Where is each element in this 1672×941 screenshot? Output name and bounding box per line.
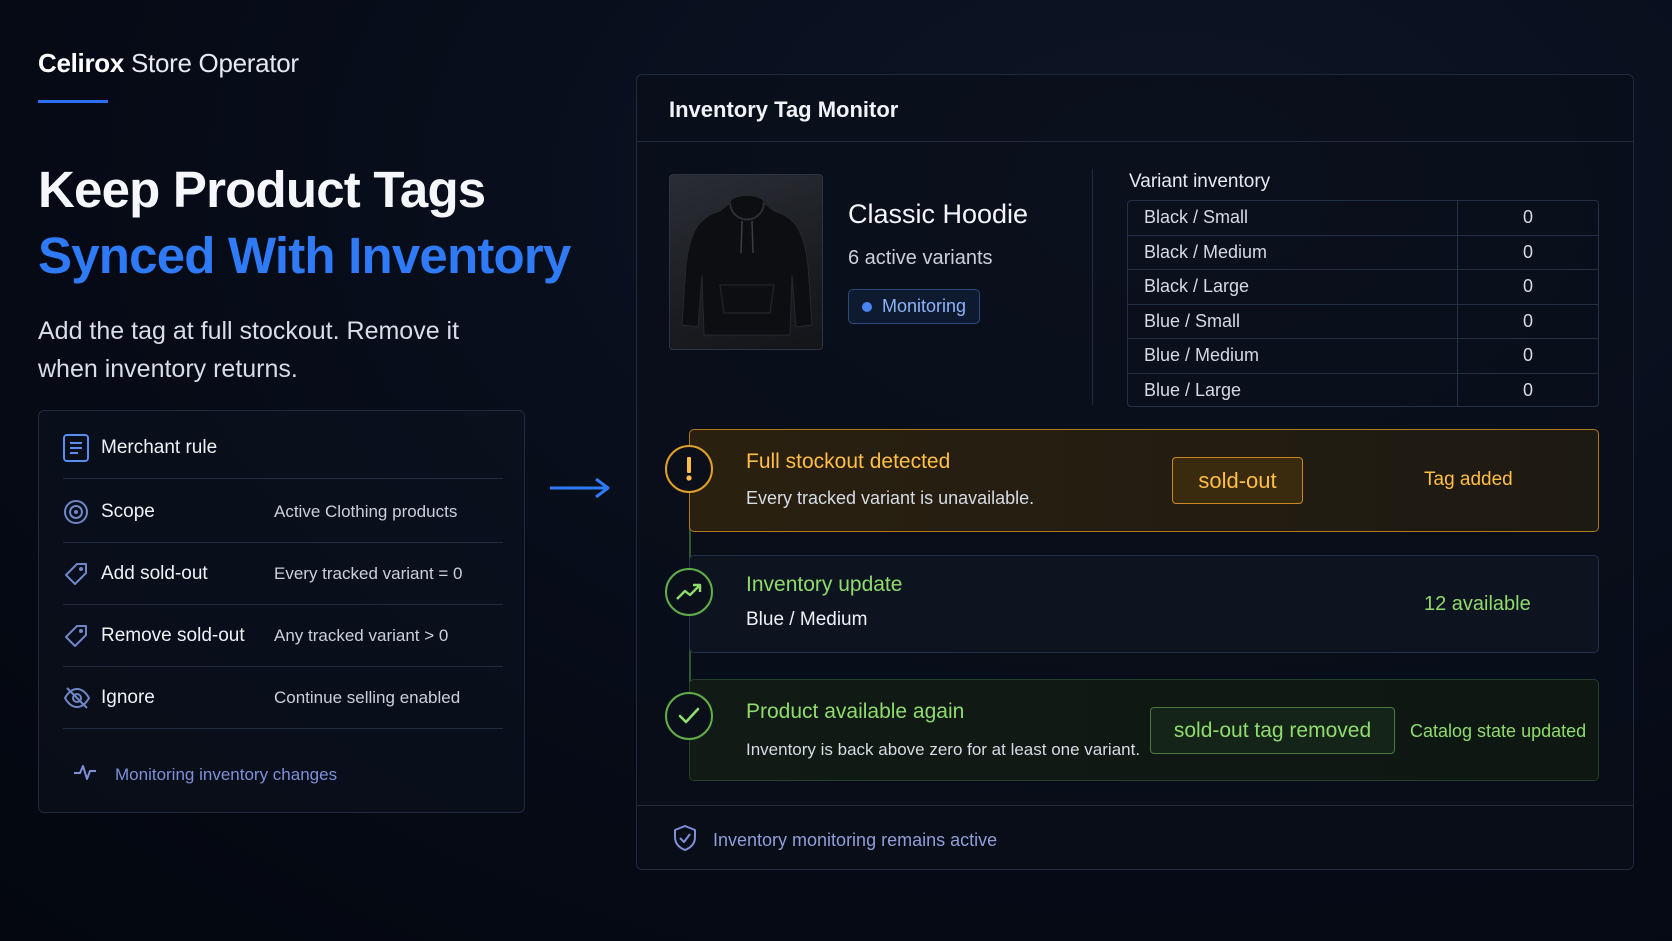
eye-off-icon: [63, 686, 101, 710]
product-image: [669, 174, 823, 350]
hero-subtitle: Add the tag at full stockout. Remove it …: [38, 317, 460, 383]
variant-inventory-table: Black / Small 0 Black / Medium 0 Black / L…: [1127, 200, 1599, 407]
rule-value: Active Clothing products: [274, 501, 458, 521]
divider: [1092, 169, 1093, 405]
brand-logo: Celirox Store Operator: [38, 48, 299, 79]
table-row: Black / Small 0: [1128, 201, 1598, 236]
hoodie-image: [681, 195, 813, 336]
event-result: 12 available: [1424, 593, 1531, 615]
event-description: Inventory is back above zero for at leas…: [746, 740, 1141, 759]
rule-row-scope: Scope Active Clothing products: [63, 481, 503, 543]
variant-name: Black / Medium: [1128, 235, 1458, 269]
product-variant-count: 6 active variants: [848, 247, 993, 269]
table-row: Blue / Small 0: [1128, 304, 1598, 339]
sold-out-tag: sold-out: [1172, 457, 1303, 504]
variant-qty: 0: [1522, 310, 1533, 331]
document-icon: [63, 433, 101, 462]
rule-row-ignore: Ignore Continue selling enabled: [63, 667, 503, 729]
divider: [637, 805, 1633, 806]
inventory-tag-monitor-panel: Inventory Tag Monitor Classic Hoodie 6 a…: [636, 74, 1634, 870]
rule-value: Any tracked variant > 0: [274, 625, 449, 645]
tag-icon: [63, 623, 101, 649]
panel-footer-text: Inventory monitoring remains active: [713, 830, 998, 850]
variant-name: Blue / Medium: [1128, 339, 1458, 373]
table-row: Blue / Medium 0: [1128, 339, 1598, 374]
brand-name-bold: Celirox: [38, 48, 125, 78]
variant-qty: 0: [1522, 380, 1533, 401]
status-badge-label: Monitoring: [882, 296, 967, 316]
monitoring-status: Monitoring inventory changes: [73, 763, 337, 786]
target-icon: [63, 499, 101, 525]
table-row: Blue / Large 0: [1128, 373, 1598, 406]
variant-qty: 0: [1522, 276, 1533, 297]
product-name: Classic Hoodie: [848, 199, 1029, 229]
arrow-right-icon: [548, 476, 612, 505]
hero-title-line-1: Keep Product Tags: [38, 161, 486, 218]
divider: [637, 141, 1633, 142]
panel-title: Inventory Tag Monitor: [669, 97, 899, 122]
event-title: Full stockout detected: [746, 450, 951, 473]
brand-name-rest: Store Operator: [130, 48, 299, 78]
table-row: Black / Medium 0: [1128, 235, 1598, 270]
status-badge: Monitoring: [848, 289, 981, 324]
event-card-inventory-update: Inventory update Blue / Medium 12 availa…: [689, 555, 1599, 653]
variant-name: Blue / Small: [1128, 304, 1458, 338]
hero-title-line-2: Synced With Inventory: [38, 227, 571, 284]
monitoring-status-text: Monitoring inventory changes: [115, 764, 338, 784]
rule-label: Scope: [101, 500, 155, 522]
event-title: Inventory update: [746, 573, 903, 596]
rule-row-remove-sold-out: Remove sold-out Any tracked variant > 0: [63, 605, 503, 667]
variant-qty: 0: [1522, 241, 1533, 262]
variant-name: Black / Small: [1128, 201, 1458, 235]
shield-check-icon: [673, 825, 697, 856]
event-result: Catalog state updated: [1410, 721, 1587, 741]
warning-icon: [665, 445, 713, 493]
rule-header: Merchant rule: [63, 417, 503, 479]
activity-icon: [73, 763, 97, 786]
panel-footer: Inventory monitoring remains active: [673, 825, 997, 856]
variant-name: Blue / Large: [1128, 373, 1458, 406]
variant-inventory-title: Variant inventory: [1129, 171, 1271, 192]
table-row: Black / Large 0: [1128, 270, 1598, 305]
event-card-available-again: Product available again Inventory is bac…: [689, 679, 1599, 781]
rule-header-label: Merchant rule: [101, 436, 218, 458]
event-description: Every tracked variant is unavailable.: [746, 488, 1035, 508]
event-description: Blue / Medium: [746, 609, 868, 630]
status-dot: [862, 301, 872, 312]
variant-name: Black / Large: [1128, 270, 1458, 304]
event-card-stockout: Full stockout detected Every tracked var…: [689, 429, 1599, 532]
event-title: Product available again: [746, 700, 965, 723]
rule-label: Ignore: [101, 686, 155, 708]
merchant-rule-card: Merchant rule Scope Active Clothing prod…: [38, 410, 525, 813]
tag-icon: [63, 561, 101, 587]
rule-row-add-sold-out: Add sold-out Every tracked variant = 0: [63, 543, 503, 605]
event-result: Tag added: [1424, 469, 1513, 490]
variant-qty: 0: [1522, 207, 1533, 228]
rule-value: Continue selling enabled: [274, 687, 461, 707]
variant-qty: 0: [1522, 345, 1533, 366]
brand-underline: [38, 100, 108, 103]
sold-out-tag-removed: sold-out tag removed: [1150, 707, 1395, 754]
rule-value: Every tracked variant = 0: [274, 563, 463, 583]
check-icon: [665, 692, 713, 740]
rule-label: Remove sold-out: [101, 624, 245, 646]
rule-label: Add sold-out: [101, 562, 208, 584]
trending-up-icon: [665, 568, 713, 616]
